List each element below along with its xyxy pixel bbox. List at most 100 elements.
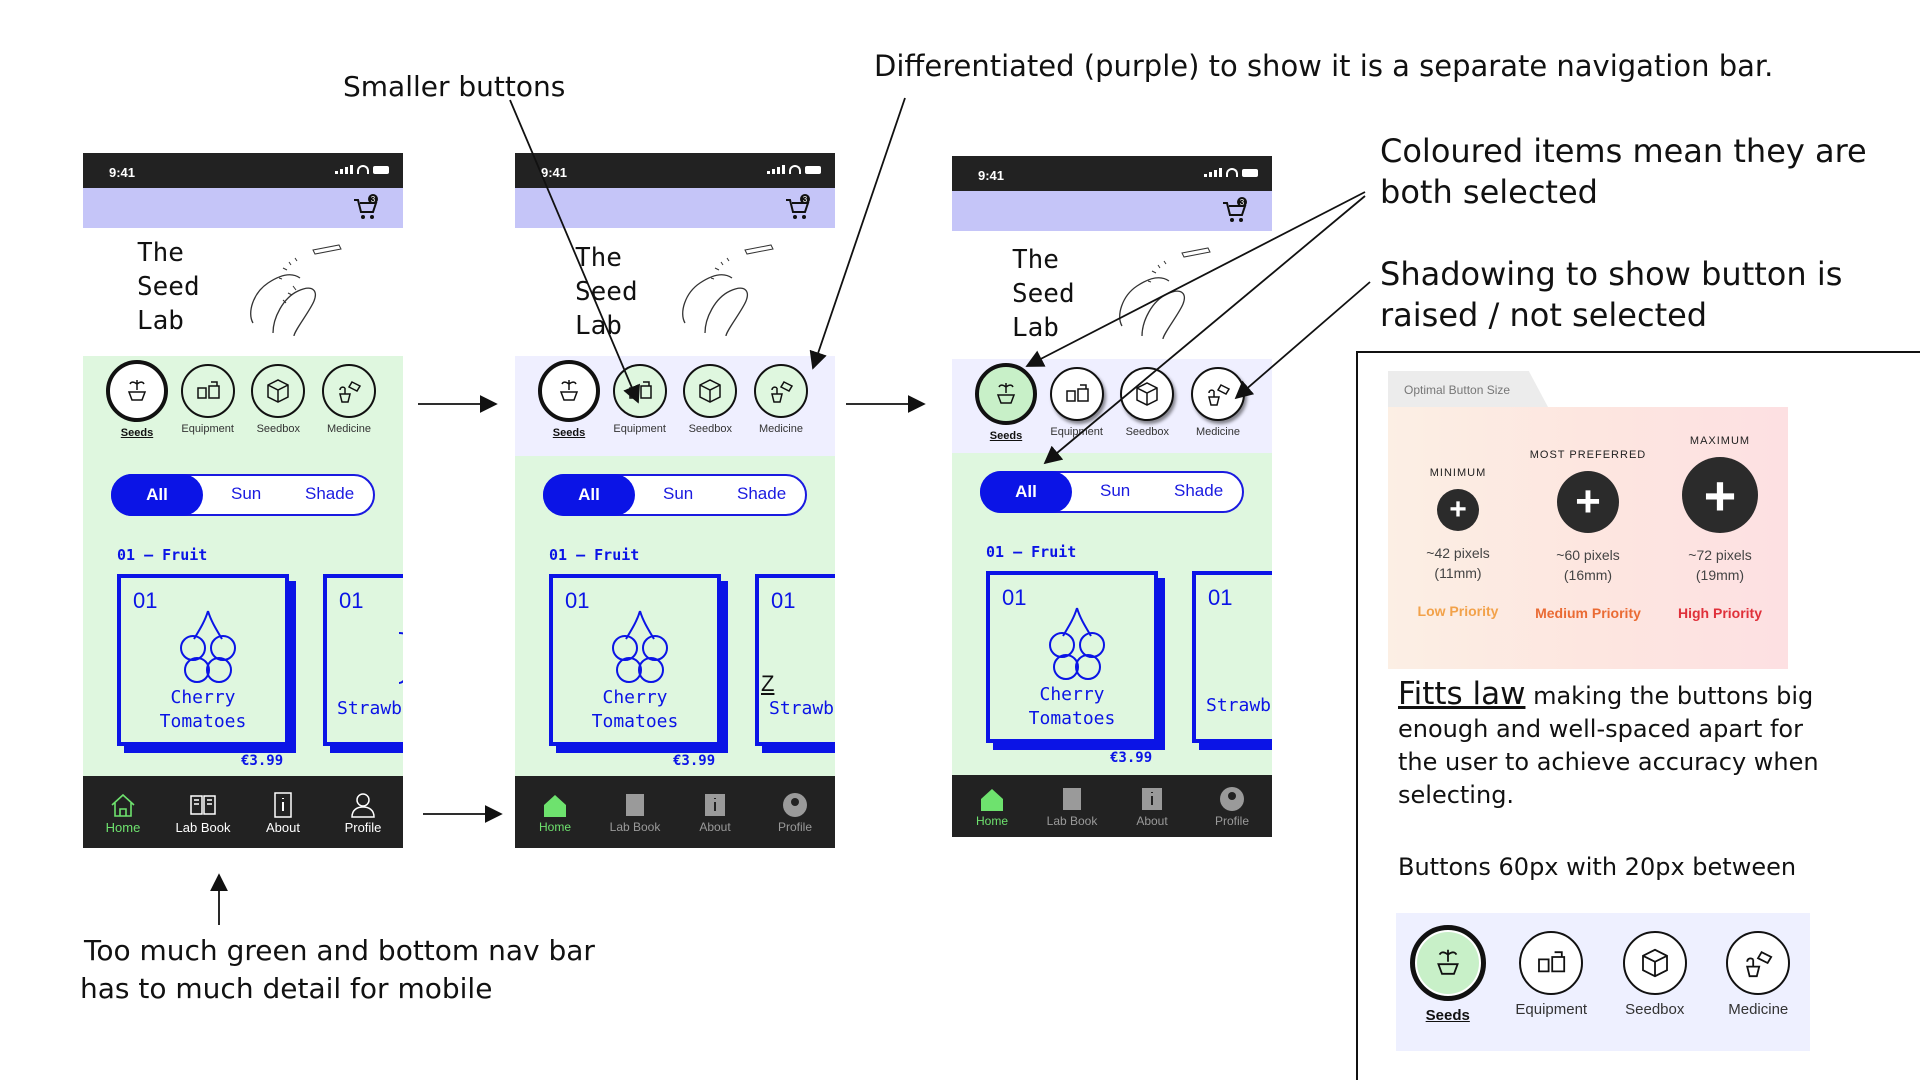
product-card-cherry[interactable]: 01 Cherry Tomatoes — [549, 574, 721, 746]
category-seedbox[interactable]: Seedbox — [678, 364, 742, 456]
filter-all[interactable]: All — [980, 471, 1072, 513]
category-seedbox[interactable]: Seedbox — [1614, 931, 1696, 1051]
nav-about[interactable]: About — [1117, 784, 1187, 828]
category-equipment[interactable]: Equipment — [1510, 931, 1592, 1051]
info-icon — [705, 794, 725, 816]
equipment-icon — [1049, 367, 1104, 421]
plus-icon: + — [1557, 471, 1619, 533]
card-number: 01 — [771, 588, 796, 613]
size-caption: MAXIMUM — [1689, 435, 1751, 447]
seeds-icon — [106, 360, 168, 422]
category-medicine[interactable]: Medicine — [317, 364, 381, 456]
nav-label: Lab Book — [1046, 814, 1098, 828]
nav-label: Home — [105, 819, 141, 835]
filter-shade[interactable]: Shade — [1174, 481, 1224, 500]
nav-labbook[interactable]: Lab Book — [1037, 784, 1107, 828]
category-label: Medicine — [1195, 426, 1240, 438]
nav-profile[interactable]: Profile — [760, 790, 830, 834]
status-bar: 9:41 — [952, 156, 1272, 191]
card-name: Strawb — [1206, 695, 1272, 716]
section-heading: 01 – Fruit — [549, 546, 640, 564]
size-pixels: ~42 pixels (11mm) — [1426, 545, 1490, 581]
nav-about[interactable]: About — [680, 790, 750, 834]
nav-about[interactable]: About — [248, 790, 318, 835]
nav-profile[interactable]: Profile — [328, 790, 398, 835]
medicine-icon — [1190, 367, 1245, 421]
product-area: All Sun Shade 01 – Fruit 01 Cherry Tomat… — [515, 456, 835, 776]
size-pixels: ~60 pixels (16mm) — [1556, 547, 1620, 583]
category-medicine[interactable]: Medicine — [1717, 931, 1799, 1051]
category-medicine[interactable]: Medicine — [749, 364, 813, 456]
nav-labbook[interactable]: Lab Book — [168, 790, 238, 835]
top-bar: 3 — [952, 191, 1272, 231]
book-icon — [190, 794, 216, 815]
nav-profile[interactable]: Profile — [1197, 784, 1267, 828]
cart-icon[interactable]: 3 — [351, 194, 379, 222]
category-seeds[interactable]: Seeds — [974, 363, 1038, 453]
fitts-text: Fitts law making the buttons big enough … — [1398, 678, 1838, 812]
nav-home[interactable]: Home — [88, 790, 158, 835]
filter-sun[interactable]: Sun — [231, 484, 262, 503]
card-number: 01 — [1208, 585, 1233, 610]
size-priority: Medium Priority — [1535, 605, 1641, 621]
annotation-shadowing-1: Shadowing to show button is — [1380, 255, 1843, 293]
book-icon — [626, 794, 644, 816]
fitts-body: making the buttons big enough and well-s… — [1398, 682, 1819, 809]
top-bar: 3 — [515, 188, 835, 228]
category-seeds[interactable]: Seeds — [1407, 925, 1489, 1051]
nav-home[interactable]: Home — [520, 790, 590, 834]
seedbox-icon — [251, 364, 306, 418]
filter-all[interactable]: All — [111, 474, 203, 516]
size-caption: MOST PREFERRED — [1529, 449, 1647, 461]
category-medicine[interactable]: Medicine — [1186, 367, 1250, 453]
product-card-cherry[interactable]: 01 Cherry Tomatoes — [117, 574, 289, 746]
product-card-strawberry[interactable]: 01 Strawb — [755, 574, 835, 746]
filter-shade[interactable]: Shade — [305, 484, 355, 503]
nav-label: Profile — [1214, 814, 1249, 828]
price: €3.99 — [1110, 750, 1153, 766]
bottom-nav: Home Lab Book About Profile — [83, 776, 403, 848]
category-equipment[interactable]: Equipment — [176, 364, 240, 456]
button-size-guide: MINIMUM + ~42 pixels (11mm) Low Priority… — [1388, 407, 1788, 669]
cart-icon[interactable]: 3 — [783, 194, 811, 222]
category-seeds[interactable]: Seeds — [105, 360, 169, 456]
card-name: Cherry Tomatoes — [1028, 684, 1116, 729]
cart-count: 3 — [1240, 198, 1245, 207]
category-label: Equipment — [1515, 1001, 1588, 1018]
category-bar: Seeds Equipment Seedbox Medicine — [952, 359, 1272, 453]
battery-icon — [373, 165, 389, 174]
filter-sun[interactable]: Sun — [1100, 481, 1131, 500]
top-bar: 3 — [83, 188, 403, 228]
nav-labbook[interactable]: Lab Book — [600, 790, 670, 834]
category-equipment[interactable]: Equipment — [1045, 367, 1109, 453]
filter-sun[interactable]: Sun — [663, 484, 694, 503]
category-label: Seeds — [989, 430, 1023, 442]
tomato-icon — [1049, 607, 1105, 680]
card-number: 01 — [339, 588, 364, 613]
category-seedbox[interactable]: Seedbox — [1115, 367, 1179, 453]
medicine-icon — [321, 364, 376, 418]
equipment-icon — [612, 364, 667, 418]
filter-all[interactable]: All — [543, 474, 635, 516]
category-seeds[interactable]: Seeds — [537, 360, 601, 456]
nav-home[interactable]: Home — [957, 784, 1027, 828]
book-icon — [1063, 788, 1081, 810]
filter-shade[interactable]: Shade — [737, 484, 787, 503]
bottom-nav: Home Lab Book About Profile — [515, 776, 835, 848]
strawberry-icon — [398, 632, 403, 684]
home-icon — [111, 793, 135, 817]
category-label: Seeds — [552, 427, 586, 439]
cart-icon[interactable]: 3 — [1220, 197, 1248, 225]
category-equipment[interactable]: Equipment — [608, 364, 672, 456]
nav-label: Lab Book — [609, 820, 661, 834]
hands-illustration — [1119, 247, 1211, 340]
nav-label: Home — [538, 820, 571, 834]
annotation-smaller-buttons: Smaller buttons — [343, 70, 566, 103]
category-seedbox[interactable]: Seedbox — [246, 364, 310, 456]
annotation-coloured-2: both selected — [1380, 173, 1598, 211]
product-card-strawberry[interactable]: 01 Strawb — [1192, 571, 1272, 743]
status-bar: 9:41 — [515, 153, 835, 188]
product-card-cherry[interactable]: 01 Cherry Tomatoes — [986, 571, 1158, 743]
category-label: Seeds — [120, 427, 154, 439]
product-card-strawberry[interactable]: 01 Strawb — [323, 574, 403, 746]
